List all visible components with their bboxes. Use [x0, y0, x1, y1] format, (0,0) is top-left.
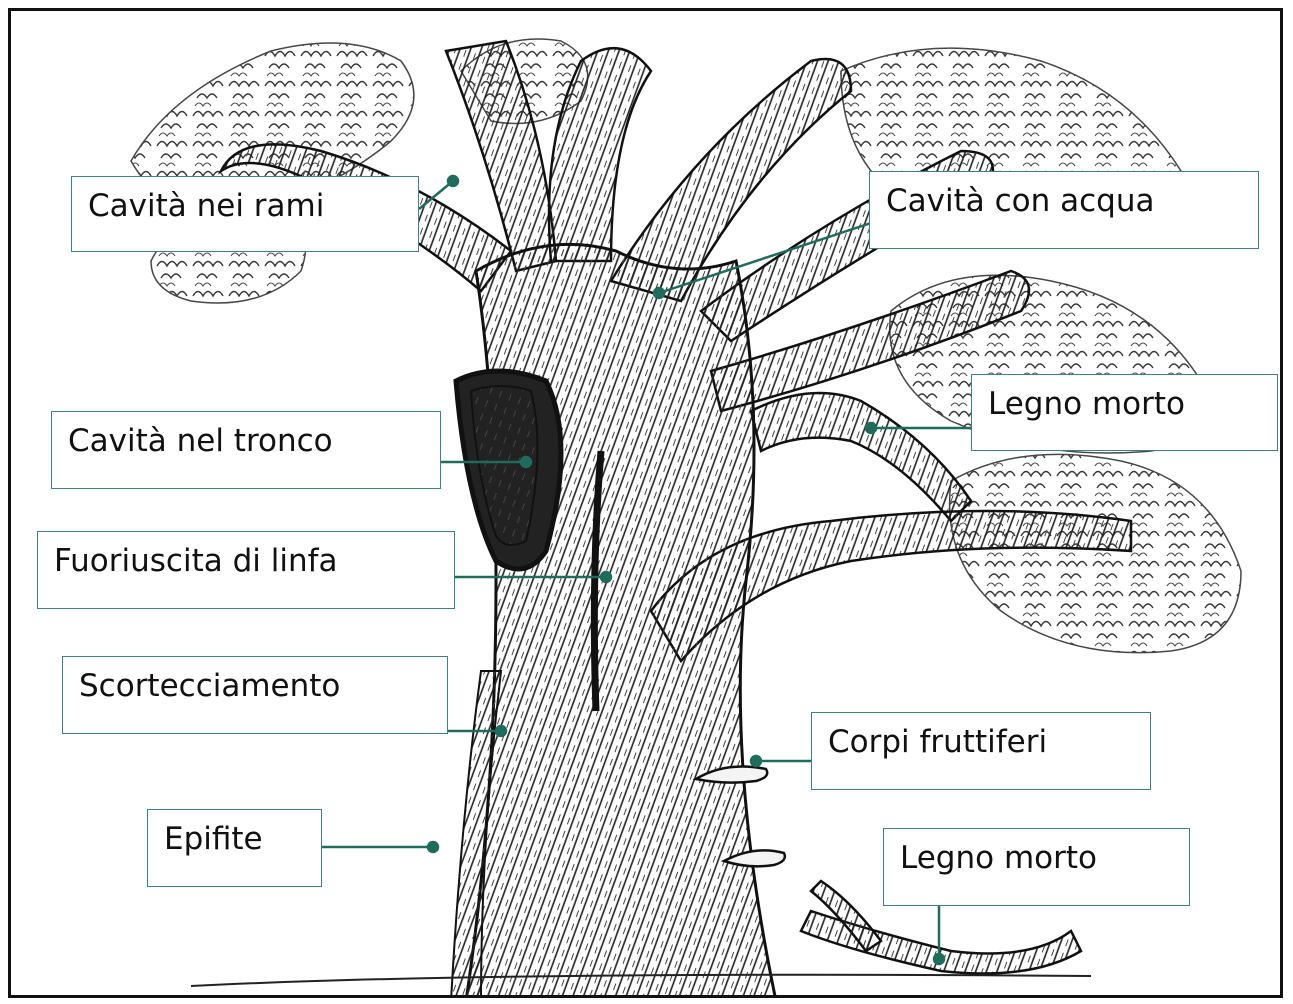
ground [190, 973, 1092, 987]
label-scortecciamento: Scortecciamento [62, 656, 448, 734]
label-epifite: Epifite [147, 809, 322, 887]
label-cavita-nel-tronco: Cavità nel tronco [51, 411, 441, 489]
diagram-frame: Cavità nei rami Cavità con acqua Legno m… [8, 8, 1283, 998]
tree-illustration [130, 38, 1242, 995]
trunk [450, 242, 777, 995]
label-legno-morto-terra: Legno morto [883, 828, 1190, 906]
label-legno-morto-ramo: Legno morto [971, 374, 1278, 451]
fruiting-bodies [692, 765, 787, 868]
label-fuoriuscita-di-linfa: Fuoriuscita di linfa [37, 531, 455, 609]
leader-lines [322, 174, 971, 966]
branches [217, 39, 1133, 664]
dead-wood-ground [799, 879, 1083, 975]
label-cavita-con-acqua: Cavità con acqua [869, 171, 1259, 249]
label-cavita-nei-rami: Cavità nei rami [71, 176, 419, 252]
label-corpi-fruttiferi: Corpi fruttiferi [811, 712, 1151, 790]
